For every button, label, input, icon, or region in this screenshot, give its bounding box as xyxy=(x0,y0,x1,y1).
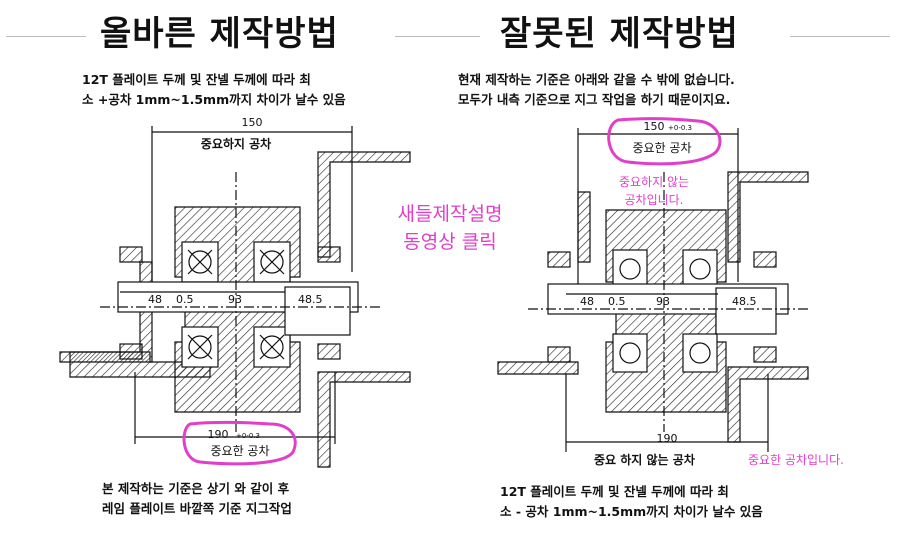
right-dim-bottom: 190 xyxy=(657,432,678,445)
right-top-highlight xyxy=(607,117,722,166)
left-dim-93: 93 xyxy=(228,293,242,306)
right-desc-line2: 모두가 내측 기준으로 지그 작업을 하기 때문이지요. xyxy=(458,92,731,107)
header-rule-right xyxy=(790,36,890,37)
left-bottom-highlight xyxy=(182,421,297,466)
left-dim-top: 150 xyxy=(242,116,263,129)
right-dim-485: 48.5 xyxy=(732,295,757,308)
right-label-bottom-note: 중요한 공차입니다. xyxy=(748,453,844,467)
right-footer: 12T 플레이트 두께 및 잔넬 두께에 따라 최 소 - 공차 1mm~1.5… xyxy=(500,482,763,522)
left-dim-48: 48 xyxy=(148,293,162,306)
header-rule-left-a xyxy=(6,36,86,37)
video-link-line2: 동영상 클릭 xyxy=(403,231,497,253)
video-link[interactable]: 새들제작설명 동영상 클릭 xyxy=(370,200,530,256)
right-footer-line2: 소 - 공차 1mm~1.5mm까지 차이가 날수 있음 xyxy=(500,504,763,519)
left-drawing: 150 중요하지 공차 48 0.5 93 48.5 190 +0-0.3 중요… xyxy=(59,116,411,468)
left-desc: 12T 플레이트 두께 및 잔넬 두께에 따라 최 소 +공차 1mm~1.5m… xyxy=(82,70,346,110)
left-title: 올바른 제작방법 xyxy=(100,14,339,54)
right-dim-top: 150 xyxy=(644,120,665,133)
left-dim-05: 0.5 xyxy=(176,293,194,306)
left-dim-bottom: 190 xyxy=(208,428,229,441)
left-label-top: 중요하지 공차 xyxy=(201,136,271,151)
right-desc-line1: 현재 제작하는 기준은 아래와 같을 수 밖에 없습니다. xyxy=(458,72,735,87)
right-dim-48: 48 xyxy=(580,295,594,308)
left-footer-line2: 레임 플레이트 바깥쪽 기준 지그작업 xyxy=(102,501,292,516)
right-desc: 현재 제작하는 기준은 아래와 같을 수 밖에 없습니다. 모두가 내측 기준으… xyxy=(458,70,735,110)
right-dim-05: 0.5 xyxy=(608,295,626,308)
left-label-bottom: 중요한 공차 xyxy=(210,444,269,458)
left-desc-line1: 12T 플레이트 두께 및 잔넬 두께에 따라 최 xyxy=(82,72,311,87)
right-dim-93: 93 xyxy=(656,295,670,308)
left-footer: 본 제작하는 기준은 상기 와 같이 후 레임 플레이트 바깥쪽 기준 지그작업 xyxy=(102,479,292,519)
left-footer-line1: 본 제작하는 기준은 상기 와 같이 후 xyxy=(102,481,290,496)
right-drawing: 150 +0-0.3 중요한 공차 중요하지 않는 공차입니다. 48 0.5 … xyxy=(497,117,844,467)
right-title: 잘못된 제작방법 xyxy=(500,14,739,54)
header-rule-left-b xyxy=(395,36,480,37)
right-note-line1: 중요하지 않는 xyxy=(619,175,689,189)
right-footer-line1: 12T 플레이트 두께 및 잔넬 두께에 따라 최 xyxy=(500,484,729,499)
video-link-line1: 새들제작설명 xyxy=(397,203,503,225)
left-dim-bottom-tol: +0-0.3 xyxy=(236,432,260,440)
right-note-line2: 공차입니다. xyxy=(624,193,683,207)
left-desc-line2: 소 +공차 1mm~1.5mm까지 차이가 날수 있음 xyxy=(82,92,346,107)
right-dim-top-tol: +0-0.3 xyxy=(668,124,692,132)
right-label-bottom: 중요 하지 않는 공차 xyxy=(594,452,695,467)
right-label-top: 중요한 공차 xyxy=(632,141,691,155)
left-dim-485: 48.5 xyxy=(298,293,323,306)
